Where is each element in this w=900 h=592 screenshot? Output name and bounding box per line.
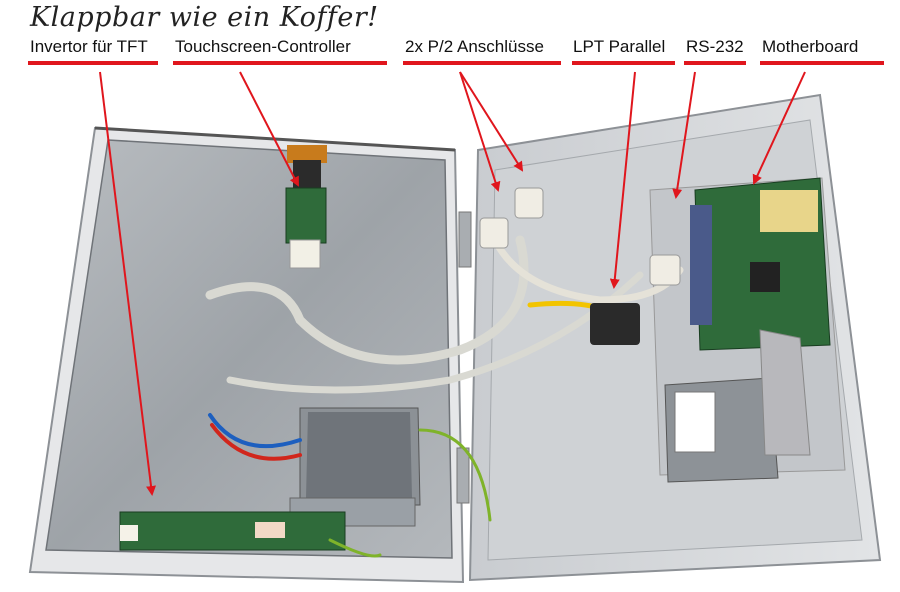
- arrow-ps2-a: [459, 71, 501, 192]
- rs232-connector: [649, 254, 681, 286]
- arrow-motherboard: [752, 71, 806, 185]
- arrow-touchscreen-controller: [239, 71, 299, 187]
- ribbon-cable: [759, 329, 811, 456]
- page-title: Klappbar wie ein Koffer!: [30, 2, 379, 33]
- hard-disk: [664, 377, 779, 483]
- label-rs232: RS-232: [686, 37, 744, 56]
- label-touchscreen-controller: Touchscreen-Controller: [175, 37, 351, 56]
- arrow-invertor: [99, 71, 156, 496]
- underline-invertor: [28, 61, 158, 65]
- cables: [205, 235, 684, 558]
- label-motherboard: Motherboard: [762, 37, 859, 56]
- annotation-arrows: [99, 71, 806, 496]
- touchscreen-controller-board: [285, 145, 327, 269]
- underline-lpt-parallel: [572, 61, 675, 65]
- arrow-lpt-parallel: [609, 71, 636, 289]
- label-ps2-ports: 2x P/2 Anschlüsse: [405, 37, 544, 56]
- hinge-top: [458, 211, 472, 268]
- label-lpt-parallel: LPT Parallel: [573, 37, 666, 56]
- lpt-connector: [590, 303, 640, 345]
- power-supply: [289, 407, 421, 527]
- underline-touchscreen-controller: [173, 61, 387, 65]
- arrow-ps2-b: [459, 71, 524, 172]
- arrow-rs232: [672, 71, 696, 199]
- ps2-connector-2: [479, 217, 509, 249]
- motherboard: [690, 177, 831, 351]
- label-invertor: Invertor für TFT: [30, 37, 148, 56]
- underline-ps2-ports: [403, 61, 561, 65]
- ps2-connector-1: [514, 187, 544, 219]
- hinge-bottom: [456, 447, 470, 504]
- inverter-board: [119, 511, 346, 551]
- underline-rs232: [684, 61, 746, 65]
- underline-motherboard: [760, 61, 884, 65]
